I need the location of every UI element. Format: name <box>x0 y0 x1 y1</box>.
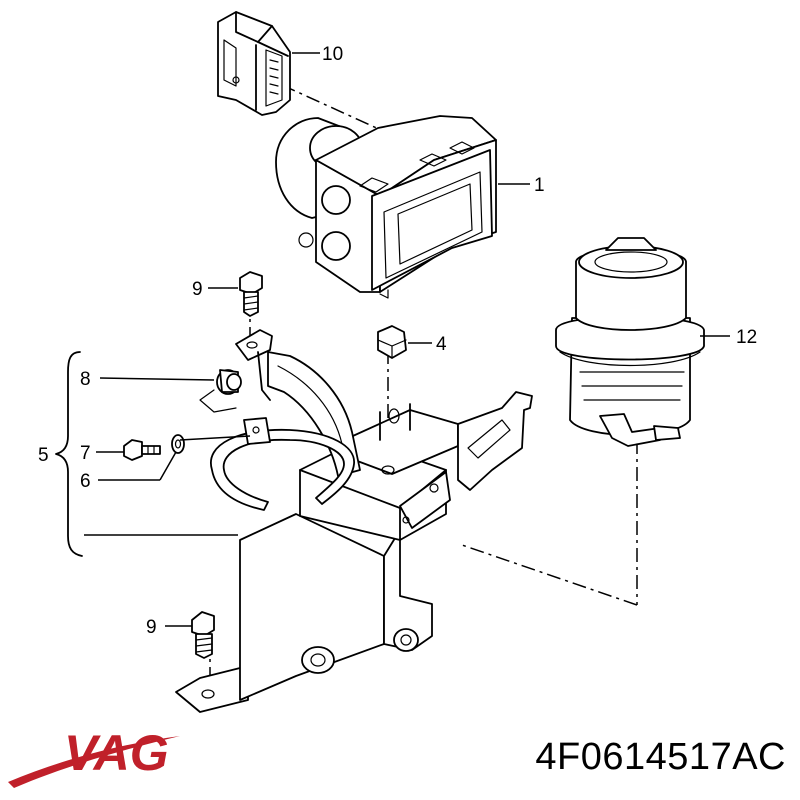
callout-labels: 10 1 9 4 12 8 5 7 6 9 <box>38 44 757 638</box>
group-brace <box>55 351 83 557</box>
nut <box>377 325 407 359</box>
leader-lines <box>84 52 730 627</box>
callout-10: 10 <box>322 44 343 65</box>
callout-4: 4 <box>436 334 447 355</box>
callout-5: 5 <box>38 445 49 466</box>
bolt-bottom <box>191 611 215 659</box>
bolt-top <box>239 271 263 317</box>
callout-8: 8 <box>80 369 91 390</box>
bolt-small <box>123 439 161 461</box>
connector-plug <box>217 11 291 116</box>
vag-logo: VAG <box>8 725 180 788</box>
callout-12: 12 <box>736 327 757 348</box>
reservoir <box>555 237 705 447</box>
callout-1: 1 <box>534 175 545 196</box>
callout-6: 6 <box>80 471 91 492</box>
abs-control-unit <box>275 115 497 299</box>
callout-9-bottom: 9 <box>146 617 157 638</box>
mounting-bracket <box>175 329 533 713</box>
callout-9-top: 9 <box>192 279 203 300</box>
rubber-mount <box>216 369 242 395</box>
washer <box>171 434 185 454</box>
vag-logo-text: VAG <box>64 725 169 781</box>
callout-7: 7 <box>80 443 91 464</box>
part-number: 4F0614517AC <box>535 736 786 778</box>
